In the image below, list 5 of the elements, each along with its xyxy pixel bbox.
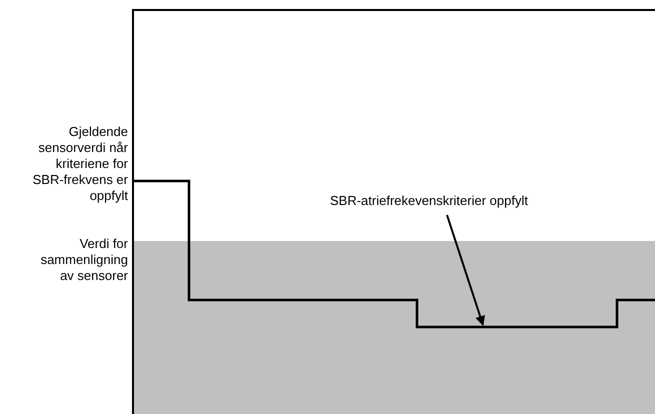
axis-level-label: Gjeldende sensorverdi når kriteriene for SBR-frekvens er oppfylt xyxy=(32,124,128,204)
sensor-value-step-line xyxy=(133,180,655,328)
leader-arrow xyxy=(446,214,485,326)
axis-level-label: Verdi for sammenligning av sensorer xyxy=(40,236,128,284)
annotation-text: SBR-atriefrekevenskriterier oppfylt xyxy=(330,193,528,209)
